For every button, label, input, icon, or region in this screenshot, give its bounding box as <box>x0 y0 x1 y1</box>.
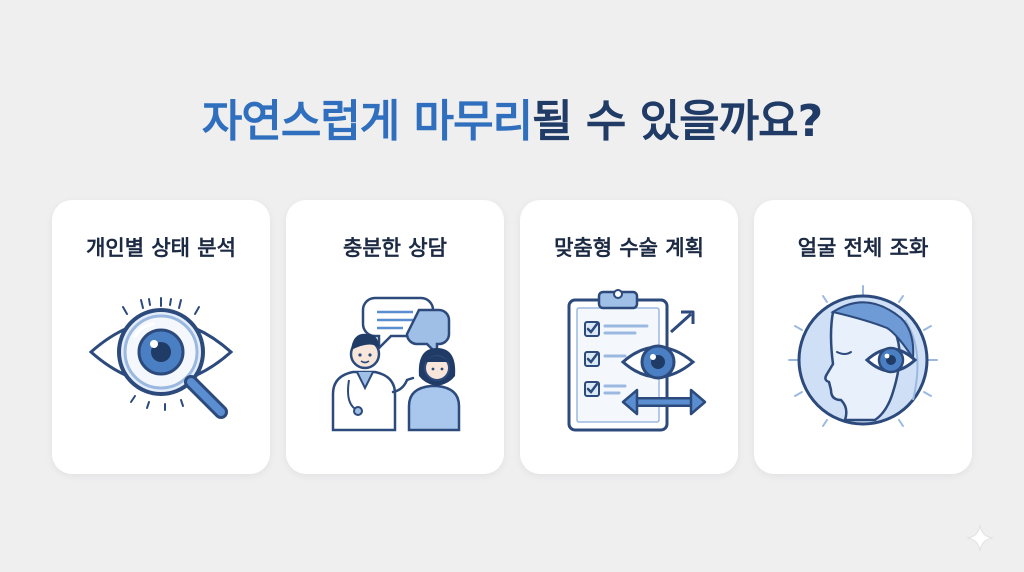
card-label: 충분한 상담 <box>343 236 447 260</box>
page-title: 자연스럽게 마무리될 수 있을까요? <box>0 92 1024 152</box>
face-eye-icon <box>788 285 938 427</box>
card-consultation: 충분한 상담 <box>286 200 504 474</box>
card-facial-harmony: 얼굴 전체 조화 <box>754 200 972 474</box>
card-custom-plan: 맞춤형 수술 계획 <box>520 200 738 474</box>
card-individual-analysis: 개인별 상태 분석 <box>52 200 270 474</box>
title-highlight: 자연스럽게 마무리 <box>201 96 533 147</box>
title-rest: 될 수 있을까요? <box>532 96 823 147</box>
card-label: 얼굴 전체 조화 <box>797 236 929 260</box>
consultation-icon <box>331 296 461 432</box>
card-label: 개인별 상태 분석 <box>86 236 236 260</box>
clipboard-eye-icon <box>567 289 707 432</box>
sparkle-icon <box>966 524 994 552</box>
magnifier-eye-icon <box>88 297 234 419</box>
card-label: 맞춤형 수술 계획 <box>554 236 704 260</box>
